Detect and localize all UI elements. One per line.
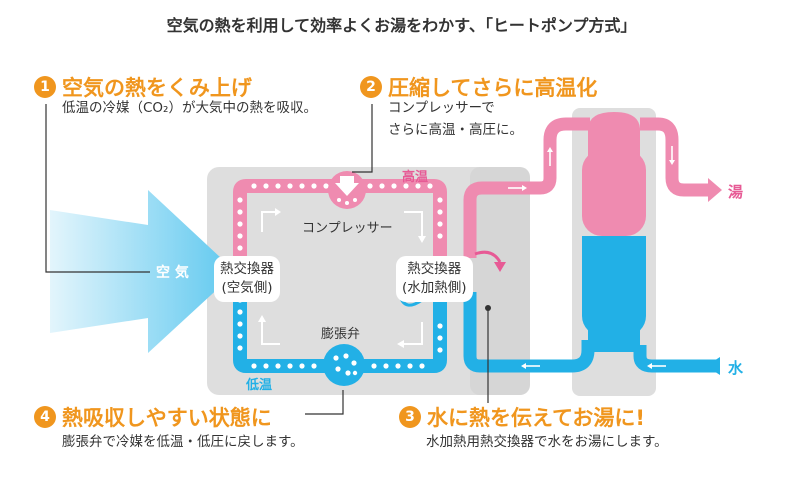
step-1-desc: 低温の冷媒（CO₂）が大気中の熱を吸収。 bbox=[62, 100, 317, 116]
step-3: 3 水に熱を伝えてお湯に! bbox=[399, 402, 645, 432]
cold-water-in-arrow-icon bbox=[706, 357, 720, 375]
low-temp-label: 低温 bbox=[246, 378, 273, 393]
hx-air-label-line2: (空気側) bbox=[221, 280, 273, 296]
hot-water-pipe bbox=[463, 117, 590, 258]
expansion-valve-label: 膨張弁 bbox=[321, 327, 361, 342]
step-4-desc: 膨張弁で冷媒を低温・低圧に戻します。 bbox=[62, 434, 304, 450]
hx-water-label-line2: (水加熱側) bbox=[402, 280, 467, 296]
step-2-desc-line1: コンプレッサーで bbox=[388, 100, 495, 116]
step-2-desc-line2: さらに高温・高圧に。 bbox=[388, 122, 523, 138]
step-1: 1 空気の熱をくみ上げ bbox=[34, 72, 252, 102]
high-temp-label: 高温 bbox=[402, 170, 429, 185]
air-label: 空 気 bbox=[156, 265, 189, 281]
refrigerant-dots bbox=[237, 183, 443, 369]
heat-pump-unit-side bbox=[470, 167, 530, 395]
hx-water-label: 熱交換器 (水加熱側) bbox=[396, 256, 473, 302]
step-number: 3 bbox=[399, 406, 421, 428]
page-title: 空気の熱を利用して効率よくお湯をわかす、「ヒートポンプ方式」 bbox=[166, 16, 637, 35]
hx-air-label: 熱交換器 (空気側) bbox=[214, 256, 280, 302]
leader-lines bbox=[45, 104, 489, 415]
expansion-valve-icon bbox=[323, 344, 365, 386]
hx-air-label-line1: 熱交換器 bbox=[220, 261, 274, 277]
water-label: 水 bbox=[728, 359, 744, 377]
step-3-desc: 水加熱用熱交換器で水をお湯にします。 bbox=[426, 434, 668, 450]
step-number: 4 bbox=[34, 406, 56, 428]
step-number: 2 bbox=[360, 76, 382, 98]
step-heading: 水に熱を伝えてお湯に! bbox=[427, 406, 645, 430]
tank-hot-body bbox=[582, 150, 646, 236]
hot-water-out-arrow-icon bbox=[708, 178, 722, 202]
compressor-label: コンプレッサー bbox=[302, 221, 393, 236]
step-4: 4 熱吸収しやすい状態に bbox=[34, 402, 272, 432]
flow-arrows bbox=[258, 208, 426, 348]
step-number: 1 bbox=[34, 76, 56, 98]
step-2: 2 圧縮してさらに高温化 bbox=[360, 72, 597, 102]
hot-water-label: 湯 bbox=[728, 183, 744, 201]
compressor-arrow-icon bbox=[335, 176, 359, 196]
step-heading: 空気の熱をくみ上げ bbox=[62, 76, 252, 100]
hx-water-label-line1: 熱交換器 bbox=[407, 261, 462, 277]
step-heading: 熱吸収しやすい状態に bbox=[62, 406, 272, 430]
heat-pump-unit bbox=[207, 167, 530, 395]
step-heading: 圧縮してさらに高温化 bbox=[388, 76, 598, 100]
